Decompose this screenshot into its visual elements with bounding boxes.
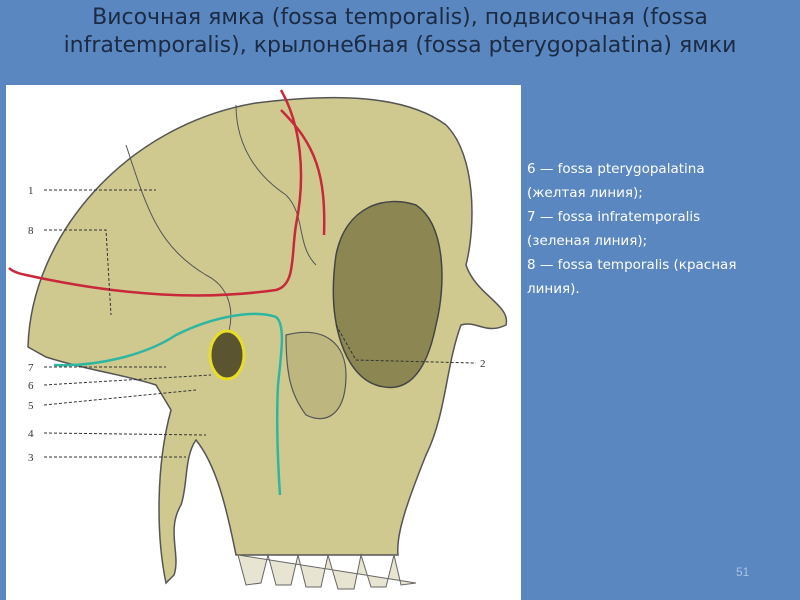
temporalis-line — [8, 89, 303, 297]
leader-line — [44, 229, 112, 316]
temporalis-arc — [280, 109, 326, 236]
caption-text: 6 — fossa pterygopalatina (желтая линия)… — [527, 157, 793, 301]
figure-label: 3 — [28, 452, 34, 464]
leader-line — [43, 374, 212, 386]
leader-line — [43, 389, 197, 406]
suture-line — [235, 104, 317, 266]
figure-label: 5 — [28, 400, 34, 412]
page-number: 51 — [736, 565, 750, 579]
slide-title: Височная ямка (fossa temporalis), подвис… — [63, 5, 737, 58]
teeth-row — [237, 553, 417, 590]
orbit-shape — [332, 200, 443, 389]
zygoma-shape — [285, 331, 347, 420]
figure-label: 8 — [28, 225, 34, 237]
caption-line: (желтая линия); — [527, 185, 643, 201]
caption-line: 7 — fossa infratemporalis — [527, 209, 701, 225]
caption-line: 8 — fossa temporalis (красная — [527, 257, 737, 273]
skull-illustration: 1 8 7 6 5 4 3 2 — [6, 85, 521, 600]
figure-label: 7 — [28, 362, 34, 374]
infratemporalis-line — [53, 312, 284, 496]
leader-line — [43, 432, 207, 436]
figure-label: 1 — [28, 185, 34, 197]
caption-line: (зеленая линия); — [527, 233, 648, 249]
leader-line — [335, 324, 477, 364]
skull-drawing: 1 8 7 6 5 4 3 2 — [8, 89, 508, 590]
pterygopalatina-ring — [208, 329, 246, 381]
cranium-shape — [27, 96, 508, 585]
figure-label: 4 — [28, 428, 34, 440]
suture-line — [125, 144, 232, 351]
caption-line: линия). — [527, 281, 580, 297]
caption-line: 6 — fossa pterygopalatina — [527, 161, 705, 177]
figure-label: 6 — [28, 380, 34, 392]
figure-label: 2 — [480, 358, 486, 370]
